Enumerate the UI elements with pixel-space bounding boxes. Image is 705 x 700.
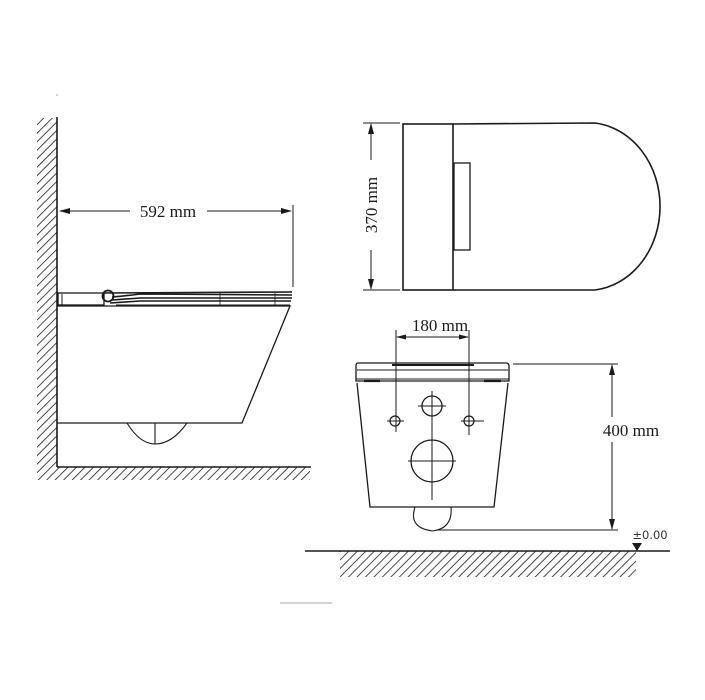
- wall-hatch: [37, 118, 57, 480]
- mounting-holes: [387, 391, 484, 500]
- bowl-side: [57, 305, 291, 445]
- hinge-icon: [101, 289, 115, 303]
- width-dimension: 370 mm: [362, 122, 400, 291]
- floor-level: ±0.00: [300, 528, 670, 578]
- floor-level-label: ±0.00: [632, 528, 667, 542]
- height-dimension: 400 mm: [436, 363, 659, 531]
- side-view: 592 mm: [37, 117, 311, 480]
- seat-lid: [57, 289, 293, 306]
- top-view: 370 mm: [362, 122, 661, 291]
- floor-hatch: [57, 467, 310, 480]
- front-view: 180 mm: [300, 316, 670, 578]
- bowl-front: [356, 382, 509, 508]
- seat-front: [355, 362, 510, 383]
- depth-dimension-label: 592 mm: [140, 202, 196, 221]
- depth-dimension: 592 mm: [59, 202, 294, 287]
- bolt-spacing-label: 180 mm: [412, 316, 468, 335]
- floor-hatch-front: [333, 551, 636, 577]
- level-marker-icon: [632, 543, 642, 551]
- height-dimension-label: 400 mm: [603, 421, 659, 440]
- width-dimension-label: 370 mm: [362, 177, 381, 233]
